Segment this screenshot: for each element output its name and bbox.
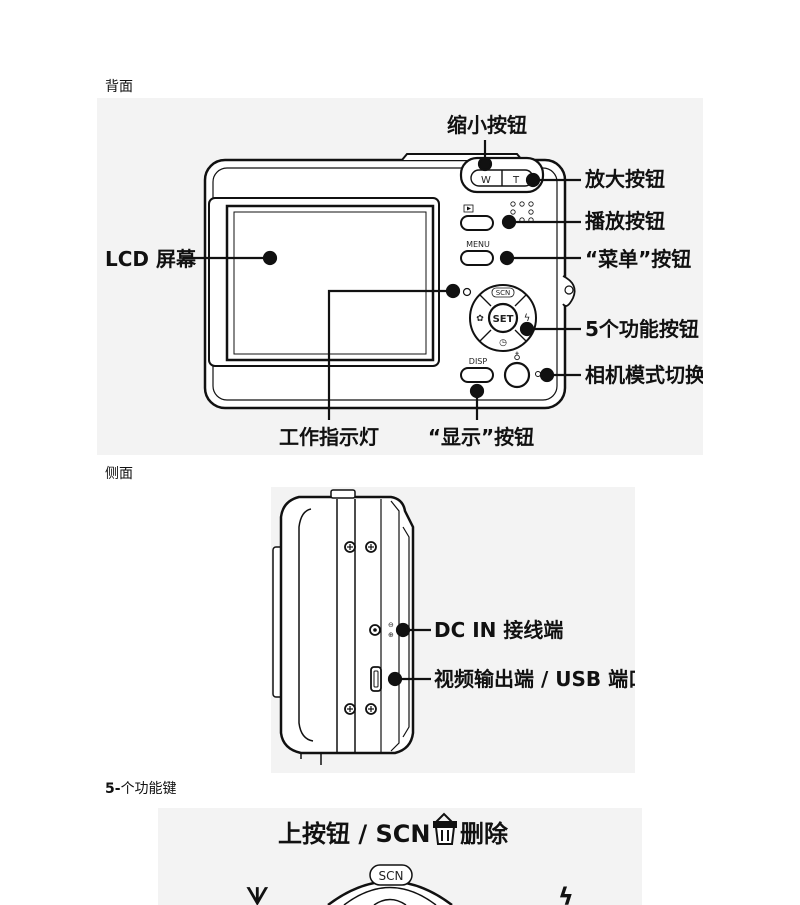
cut-off-glyph-left: ᗐ [246,883,269,905]
mic-icon: ♁ [513,351,520,363]
label-play: 播放按钮 [585,209,665,233]
label-five-keys: 5个功能按钮 [585,317,699,341]
section-title-side: 侧面 [105,466,133,482]
back-diagram: W T MENU SET SCN ✿ ϟ ◷ DISP ♁ [97,98,703,455]
disp-button-shape [460,367,494,383]
timer-icon: ◷ [499,338,507,348]
trash-icon [433,812,457,845]
svg-text:⊕: ⊕ [388,631,394,639]
five-key-pad-top: SCN [327,864,453,905]
svg-text:⊖: ⊖ [388,621,394,629]
section-title-keys-text: 个功能键 [120,781,177,797]
menu-mark: MENU [466,240,490,249]
scn-mark-large: SCN [379,869,404,883]
cut-off-glyph-right: ϟ [558,883,574,905]
label-lcd: LCD 屏幕 [105,247,197,271]
label-zoom-out: 缩小按钮 [447,113,527,137]
zoom-w-mark: W [481,175,491,186]
label-mode-switch: 相机模式切换 [585,363,703,387]
scn-mark: SCN [496,289,511,297]
macro-icon: ✿ [476,314,484,324]
disp-mark: DISP [469,357,488,366]
label-display: “显示”按钮 [428,425,534,449]
play-button-shape [460,215,494,231]
label-up-button: 上按钮 / SCN / [278,820,448,848]
label-menu: “菜单”按钮 [585,247,691,271]
five-way-pad: SET SCN ✿ ϟ ◷ [469,284,537,352]
section-title-back: 背面 [105,79,133,95]
label-zoom-in: 放大按钮 [584,167,665,191]
zoom-t-mark: T [512,175,520,186]
menu-button-shape [460,250,494,266]
section-title-keys-number: 5- [105,781,121,797]
set-mark: SET [493,314,514,325]
work-light-led [462,287,472,297]
section-title-keys: 5-个功能键 [105,778,177,798]
label-delete: 删除 [460,820,509,848]
mode-switch-dial [503,361,531,389]
label-dc-in: DC IN 接线端 [434,618,563,642]
label-video-usb: 视频输出端 / USB 端口 [434,667,635,691]
label-work-light: 工作指示灯 [279,425,379,449]
flash-icon: ϟ [524,313,531,324]
five-keys-diagram: 上按钮 / SCN / 删除 SCN ᗐ ϟ [158,808,642,905]
side-diagram: ⊖ ⊕ DC IN 接线端 视频输出端 / USB 端口 [271,487,635,773]
